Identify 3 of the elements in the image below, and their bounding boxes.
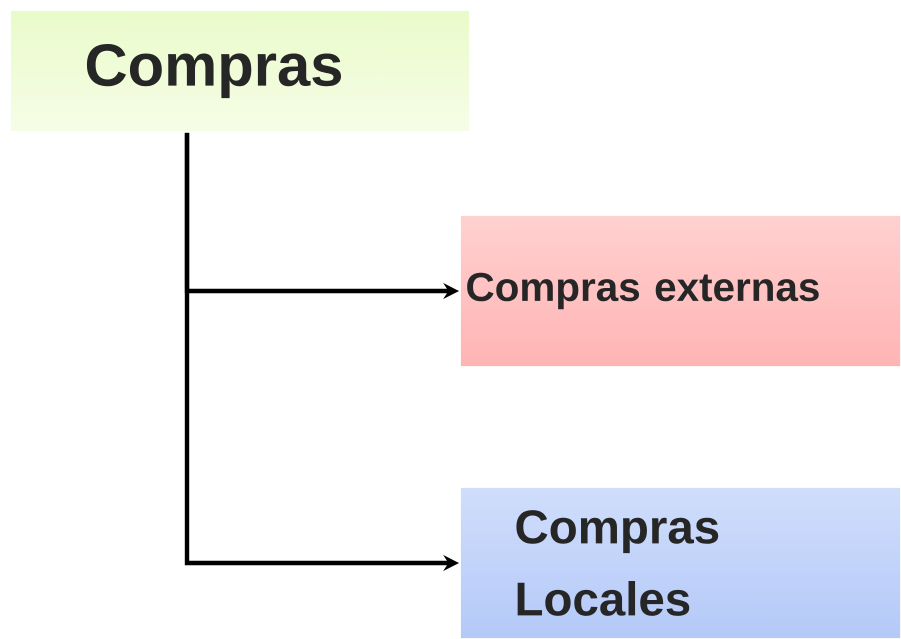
process-box: Compras Locales	[459, 486, 901, 639]
process-box: Compras	[9, 9, 471, 133]
process-box: Compras externas	[459, 214, 901, 368]
